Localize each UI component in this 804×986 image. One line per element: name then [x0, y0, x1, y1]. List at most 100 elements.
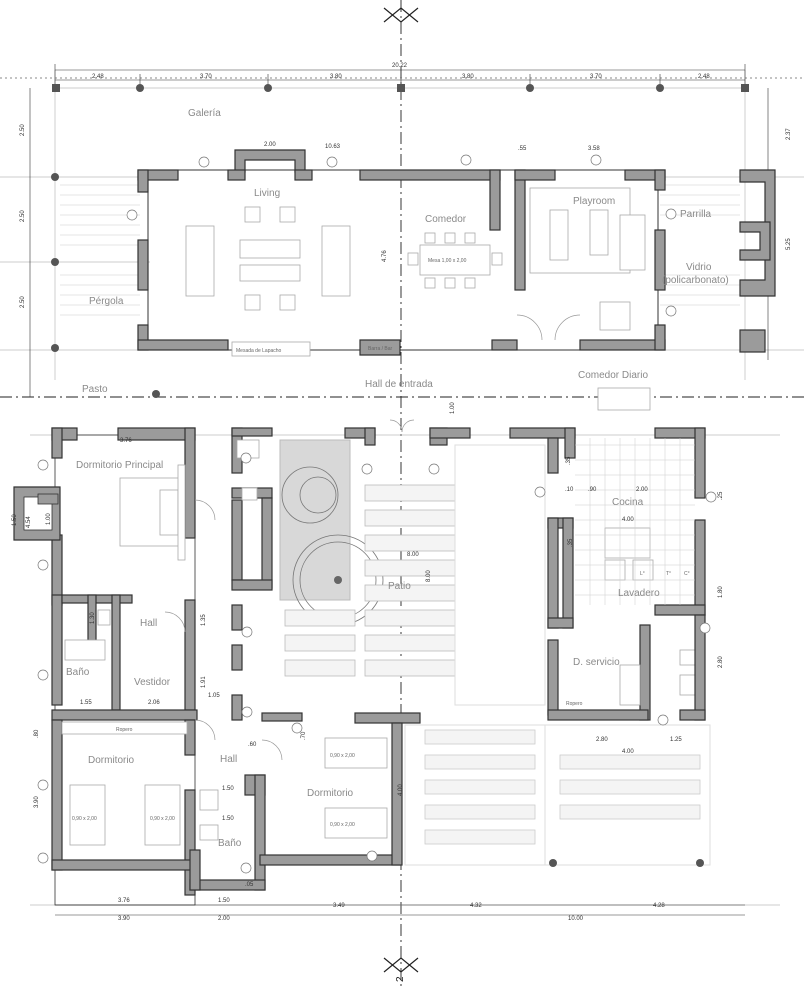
dim-lav-h: 1.80: [718, 586, 724, 598]
breakfast-table: [597, 387, 651, 411]
room-galeria: Galería: [188, 108, 221, 119]
dim-comedor-h: 4.76: [382, 250, 388, 262]
dim-bottom-5: 3.49: [333, 903, 345, 909]
dim-patio-w: 8.00: [407, 552, 419, 558]
dim-top-3: 3.80: [330, 74, 342, 80]
pergola-slats: [60, 184, 740, 316]
dim-serv-total: 4.00: [622, 749, 634, 755]
note-mesa: Mesa 1,00 x 2,00: [428, 258, 467, 264]
room-lavadero: Lavadero: [618, 588, 660, 599]
dim-serv-h: 2.80: [718, 656, 724, 668]
dim-living-width: 10.63: [325, 144, 341, 150]
room-dormitorio-principal: Dormitorio Principal: [76, 460, 163, 471]
entrance-walls: [344, 427, 471, 446]
dim-bottom-1: 3.76: [118, 898, 130, 904]
dim-bottom-3: 1.50: [218, 898, 230, 904]
upper-walls: [137, 149, 776, 356]
room-hall-2: Hall: [220, 754, 237, 765]
dim-right-1: 2.37: [786, 128, 792, 140]
room-vidrio: Vidrio: [686, 262, 712, 273]
dim-bottom-4: 2.00: [218, 916, 230, 922]
dim-dorm2-h: 3.90: [34, 796, 40, 808]
room-patio: Patio: [388, 581, 411, 592]
dim-hall2-d: 1.50: [222, 816, 234, 822]
dim-cocina-b: .10: [565, 487, 574, 493]
note-cama-1: 0,90 x 2,00: [72, 816, 97, 822]
room-bano-2: Baño: [218, 838, 242, 849]
kitchen-tiles: [575, 438, 695, 605]
dim-hall2-a: 1.50: [222, 786, 234, 792]
dim-top-6: 2.48: [698, 74, 710, 80]
note-cama-4: 0,90 x 2,00: [330, 822, 355, 828]
dim-top-2: 3.70: [200, 74, 212, 80]
trees: [37, 154, 717, 874]
dim-vest-a: 1.55: [80, 700, 92, 706]
dim-bottom-6: 4.32: [470, 903, 482, 909]
furniture-notes: Mesada de Lapacho Barra / Bar Mesa 1,00 …: [72, 258, 690, 828]
bottom-dimension-line: 3.76 3.90 1.50 2.00 3.49 4.32 10.00 4.28: [55, 898, 745, 922]
door-swings: [164, 314, 581, 761]
top-dimension-line: 20.22 2.48 3.70 3.80 3.80 3.70 2.48: [54, 63, 746, 86]
room-policarbonato: (policarbonato): [662, 275, 729, 286]
bathroom-fixtures: [64, 439, 696, 841]
room-pasto: Pasto: [82, 384, 108, 395]
dim-vest-b: 2.06: [148, 700, 160, 706]
bedroom-2-furniture: [61, 721, 188, 846]
room-living: Living: [254, 188, 280, 199]
dim-left-2: 2.50: [20, 210, 26, 222]
playroom-furniture: [529, 187, 646, 331]
dim-serv-w: 2.80: [596, 737, 608, 743]
section-mark-label: 2: [395, 976, 406, 982]
note-barra: Barra / Bar: [368, 346, 393, 352]
dim-living-bay: 2.00: [264, 142, 276, 148]
note-termotanque: T°: [666, 571, 671, 577]
dim-bottom-2: 3.90: [118, 916, 130, 922]
dim-cocina-d: 2.00: [636, 487, 648, 493]
bedroom-3-furniture: [324, 737, 388, 839]
dim-serv-c: 1.25: [670, 737, 682, 743]
living-furniture: [185, 206, 351, 357]
dim-playroom-a: .55: [518, 146, 527, 152]
dim-hall-a: 1.35: [201, 614, 207, 626]
note-cama-3: 0,90 x 2,00: [330, 753, 355, 759]
dim-bottom-8: 4.28: [653, 903, 665, 909]
room-vestidor: Vestidor: [134, 677, 171, 688]
room-d-servicio: D. servicio: [573, 657, 620, 668]
dim-total-width: 20.22: [392, 63, 408, 69]
dim-left-1: 2.50: [20, 124, 26, 136]
dim-hall-h: 1.00: [450, 402, 456, 414]
room-dormitorio-2: Dormitorio: [307, 788, 354, 799]
service-walls: [509, 427, 706, 721]
dim-top-4: 3.80: [462, 74, 474, 80]
note-mesada: Mesada de Lapacho: [236, 348, 282, 354]
dim-dorm-w: 3.76: [120, 438, 132, 444]
dim-dorm-side-a: 1.50: [12, 514, 18, 526]
dim-right-3: .25: [718, 491, 724, 500]
dim-bano-a: 1.30: [90, 612, 96, 624]
dim-hall2-c: .60: [248, 742, 257, 748]
note-caldera: C°: [684, 571, 690, 577]
room-hall-entrada: Hall de entrada: [365, 379, 433, 390]
note-cama-2: 0,90 x 2,00: [150, 816, 175, 822]
dim-dorm-h: 4.54: [26, 516, 32, 528]
bottom-section-mark: 2: [383, 957, 419, 982]
dim-top-5: 3.70: [590, 74, 602, 80]
dim-dorm-side-b: 1.00: [46, 513, 52, 525]
dining-table: [407, 232, 503, 289]
master-bedroom-furniture: [119, 464, 186, 561]
room-playroom: Playroom: [573, 196, 615, 207]
dim-top-1: 2.48: [92, 74, 104, 80]
note-lavarropas: L°: [640, 571, 645, 577]
note-ropero-2: Ropero: [566, 701, 583, 707]
interior-dimensions: 2.00 10.63 .55 3.58 4.76 1.00 3.76 1.50 …: [12, 142, 724, 888]
room-parrilla: Parrilla: [680, 209, 712, 220]
dim-right-2: 5.25: [786, 238, 792, 250]
dim-left-3: 2.50: [20, 296, 26, 308]
dim-cocina-e: 4.00: [622, 517, 634, 523]
room-labels: Galería Living Comedor Playroom Parrilla…: [66, 108, 729, 849]
dim-bath2-a: .05: [245, 882, 254, 888]
room-comedor-diario: Comedor Diario: [578, 370, 648, 381]
room-comedor: Comedor: [425, 214, 467, 225]
room-bano-1: Baño: [66, 667, 90, 678]
room-cocina: Cocina: [612, 497, 644, 508]
